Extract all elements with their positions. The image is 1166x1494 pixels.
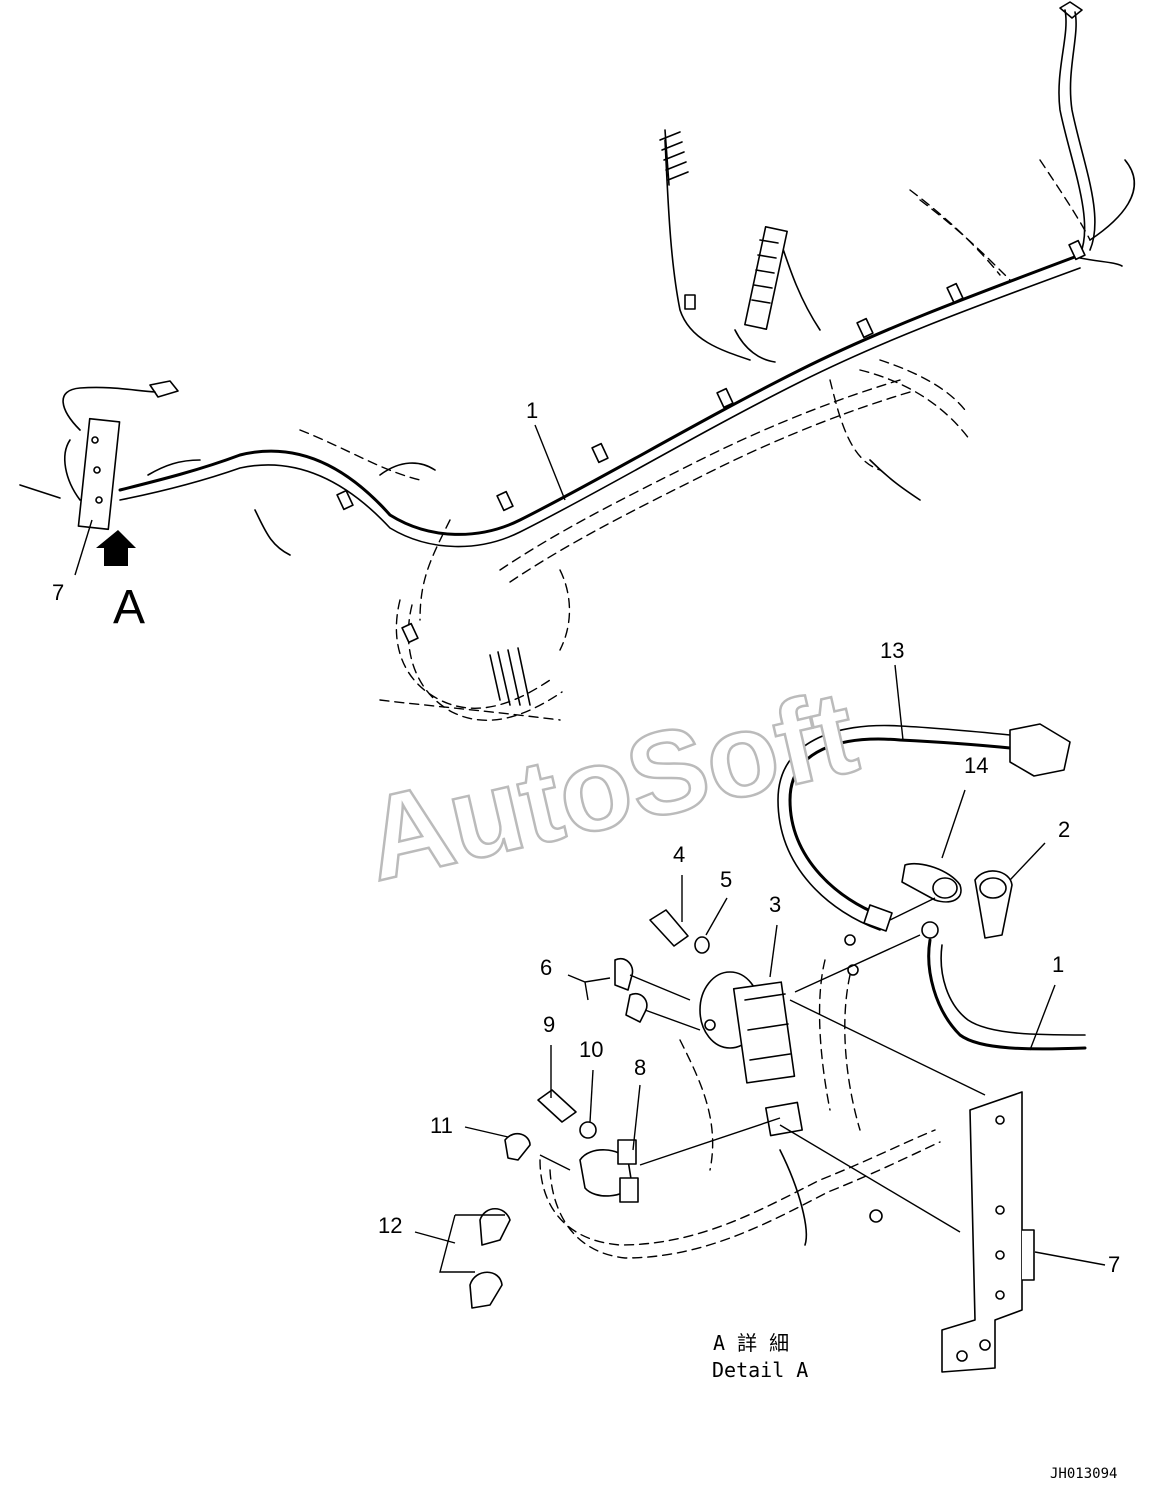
relay-3 (699, 971, 796, 1084)
connector-stack-middle (744, 226, 788, 330)
callout-1-right: 1 (1052, 952, 1064, 977)
switch-8 (579, 1139, 639, 1203)
view-arrow-icon (96, 530, 136, 566)
callout-4: 4 (673, 842, 685, 867)
callout-7-right: 7 (1108, 1252, 1120, 1277)
detail-a (469, 723, 1087, 1373)
callout-10: 10 (579, 1037, 603, 1062)
bolt-9 (537, 1089, 577, 1123)
callout-14: 14 (964, 753, 988, 778)
callout-6: 6 (540, 955, 552, 980)
connector-stack-upper (659, 129, 689, 186)
view-letter: A (113, 581, 145, 634)
callout-3: 3 (769, 892, 781, 917)
callout-2: 2 (1058, 817, 1070, 842)
callout-11: 11 (430, 1113, 453, 1138)
callout-5: 5 (720, 867, 732, 892)
bracket-assembly-small (64, 417, 121, 531)
callout-13: 13 (880, 638, 904, 663)
callout-9: 9 (543, 1012, 555, 1037)
leader-lines (74, 424, 1106, 1273)
bolt-4 (649, 909, 689, 947)
callout-7-left: 7 (52, 580, 64, 605)
callout-12: 12 (378, 1213, 402, 1238)
main-harness (19, 1, 1136, 721)
callout-labels: 1 7 13 14 2 4 5 3 1 6 9 10 8 11 12 7 (52, 398, 1120, 1277)
detail-caption-english: Detail A (712, 1358, 808, 1382)
drawing-code: JH013094 (1050, 1466, 1117, 1482)
watermark: AutoSoft (353, 666, 868, 907)
callout-1-top: 1 (526, 398, 538, 423)
bracket-7 (941, 1091, 1035, 1373)
callout-8: 8 (634, 1055, 646, 1080)
detail-caption-japanese: A 詳 細 (713, 1331, 789, 1355)
cable-1-lower (927, 938, 1087, 1051)
cable-13 (788, 737, 1012, 917)
